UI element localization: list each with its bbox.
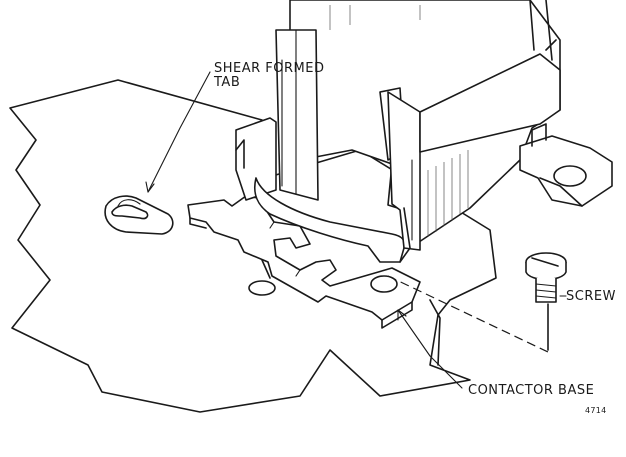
contactor-base-plate [187, 195, 421, 321]
right-foot-hole [553, 165, 587, 187]
housing-upright-left [275, 29, 319, 201]
contactor-base-label: CONTACTOR BASE [468, 383, 595, 398]
shear-formed-tab [104, 195, 174, 235]
contactor-base-leader [397, 309, 463, 389]
screw-icon [525, 252, 567, 351]
screw-label: SCREW [566, 289, 616, 304]
shear-formed-tab-label-line1: SHEAR FORMED [214, 61, 325, 76]
contactor-base-edge [189, 217, 413, 329]
right-mounting-foot [519, 135, 613, 207]
shear-formed-tab-leader [147, 71, 211, 193]
shear-formed-tab-label-line2: TAB [214, 75, 241, 90]
contactor-base-hole [370, 275, 398, 293]
panel-step [261, 259, 441, 366]
housing-right-block [419, 53, 561, 153]
contactor-housing-front [254, 177, 406, 263]
left-mounting-tab [235, 117, 277, 201]
panel-hole [248, 280, 276, 296]
figure-number: 4714 [585, 406, 607, 415]
screw-alignment-line [387, 275, 549, 353]
housing-shading [329, 5, 469, 236]
